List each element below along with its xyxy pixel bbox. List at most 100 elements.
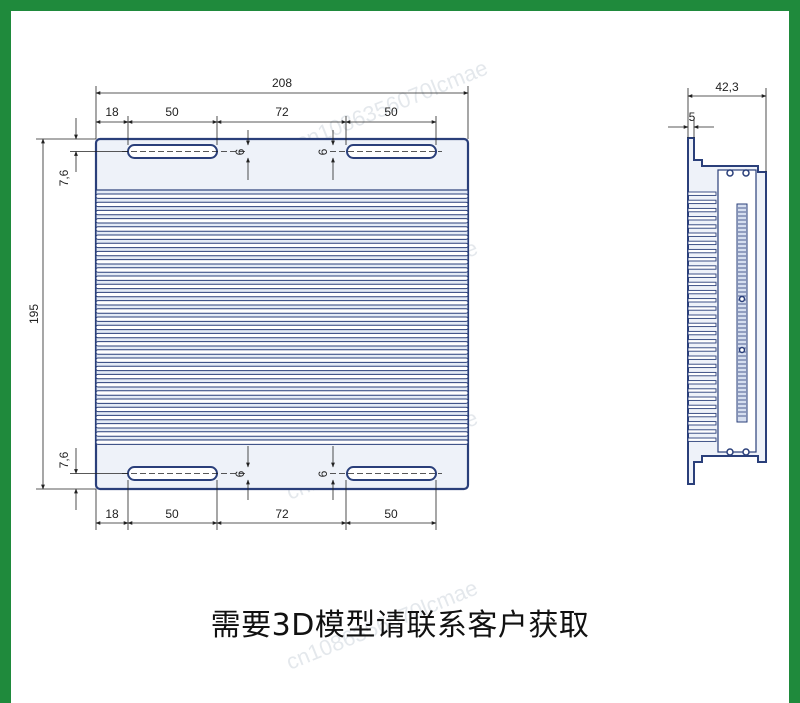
fin bbox=[95, 234, 469, 240]
fin bbox=[95, 201, 469, 208]
mount-slot-bottom-right bbox=[346, 466, 437, 481]
fin bbox=[95, 308, 469, 314]
fin bbox=[95, 406, 469, 413]
side-fin bbox=[687, 281, 717, 287]
dim-top-seg-4: 50 bbox=[384, 105, 398, 119]
side-fin bbox=[687, 248, 717, 254]
mount-hole bbox=[726, 448, 734, 456]
dim-side-depth: 42,3 bbox=[715, 80, 739, 94]
heatsink-fins bbox=[95, 193, 469, 445]
connector-strip bbox=[736, 203, 748, 423]
side-fin bbox=[687, 306, 717, 311]
fin bbox=[95, 423, 469, 429]
side-fin bbox=[687, 314, 717, 319]
front-dimension-labels: 208 18 50 72 50 195 7,6 7,6 6 6 6 6 18 5… bbox=[27, 76, 398, 521]
side-fin bbox=[687, 371, 717, 377]
side-dimension-labels: 42,3 5 bbox=[689, 80, 739, 124]
fin bbox=[95, 357, 469, 363]
dim-slot-width: 6 bbox=[316, 148, 330, 155]
fin bbox=[95, 218, 469, 224]
fin bbox=[95, 300, 469, 306]
side-dimensions bbox=[668, 88, 767, 172]
side-fin bbox=[687, 339, 717, 344]
dim-top-seg-3: 72 bbox=[275, 105, 289, 119]
fin bbox=[95, 275, 469, 281]
side-fin bbox=[687, 347, 717, 352]
fin bbox=[95, 324, 469, 331]
mount-hole bbox=[742, 448, 750, 456]
side-fin bbox=[687, 437, 717, 442]
dim-slot-width: 6 bbox=[316, 470, 330, 477]
front-view bbox=[94, 137, 470, 491]
side-fin bbox=[687, 273, 717, 278]
fin bbox=[95, 250, 469, 257]
side-fin bbox=[687, 330, 717, 336]
side-fin bbox=[687, 289, 717, 295]
mount-slot-top-right bbox=[346, 144, 437, 159]
side-fins bbox=[687, 191, 717, 442]
dim-overall-width: 208 bbox=[272, 76, 292, 90]
mount-hole bbox=[726, 169, 734, 177]
side-fin bbox=[687, 355, 717, 360]
dim-slot-offset-bottom: 7,6 bbox=[57, 451, 71, 468]
side-fin bbox=[687, 421, 717, 426]
dim-slot-width: 6 bbox=[233, 148, 247, 155]
dim-slot-width: 6 bbox=[233, 470, 247, 477]
fin bbox=[95, 390, 469, 396]
side-fin bbox=[687, 216, 717, 221]
side-fin bbox=[687, 224, 717, 229]
fin bbox=[95, 291, 469, 298]
fin bbox=[95, 332, 469, 339]
mount-hole bbox=[738, 295, 746, 303]
fin bbox=[95, 259, 469, 265]
dim-bottom-seg-2: 50 bbox=[165, 507, 179, 521]
side-fin bbox=[687, 404, 717, 410]
side-fin bbox=[687, 207, 717, 213]
fin bbox=[95, 267, 469, 273]
fin bbox=[95, 365, 469, 372]
fin bbox=[95, 341, 469, 347]
fin bbox=[95, 414, 469, 421]
fin bbox=[95, 316, 469, 322]
fin bbox=[95, 382, 469, 388]
side-fin bbox=[687, 298, 717, 303]
side-fin bbox=[687, 191, 717, 196]
dim-bottom-seg-3: 72 bbox=[275, 507, 289, 521]
connector-pins bbox=[738, 207, 746, 417]
fin bbox=[95, 349, 469, 355]
fin bbox=[95, 193, 469, 199]
front-dimensions bbox=[36, 86, 469, 530]
fin bbox=[95, 242, 469, 249]
side-fin bbox=[687, 265, 717, 270]
fin bbox=[95, 439, 469, 445]
side-fin bbox=[687, 322, 717, 328]
side-fin bbox=[687, 429, 717, 434]
side-fin bbox=[687, 199, 717, 205]
side-fin bbox=[687, 363, 717, 369]
side-fin bbox=[687, 232, 717, 237]
caption-text: 需要3D模型请联系客户获取 bbox=[210, 608, 590, 643]
side-fin bbox=[687, 396, 717, 401]
mount-hole bbox=[742, 169, 750, 177]
dim-bottom-seg-4: 50 bbox=[384, 507, 398, 521]
fin bbox=[95, 398, 469, 404]
dim-bottom-seg-1: 18 bbox=[105, 507, 119, 521]
fin bbox=[95, 226, 469, 232]
side-fin bbox=[687, 257, 717, 262]
dim-top-seg-2: 50 bbox=[165, 105, 179, 119]
fin bbox=[95, 373, 469, 380]
dim-top-seg-1: 18 bbox=[105, 105, 119, 119]
dim-overall-height: 195 bbox=[27, 304, 41, 324]
dim-slot-offset-top: 7,6 bbox=[57, 169, 71, 186]
side-fin bbox=[687, 240, 717, 246]
fin bbox=[95, 209, 469, 216]
side-view bbox=[687, 137, 767, 485]
side-fin bbox=[687, 412, 717, 418]
fin bbox=[95, 431, 469, 437]
side-fin bbox=[687, 380, 717, 385]
fin bbox=[95, 283, 469, 290]
side-fin bbox=[687, 388, 717, 393]
dim-side-flange: 5 bbox=[689, 110, 696, 124]
